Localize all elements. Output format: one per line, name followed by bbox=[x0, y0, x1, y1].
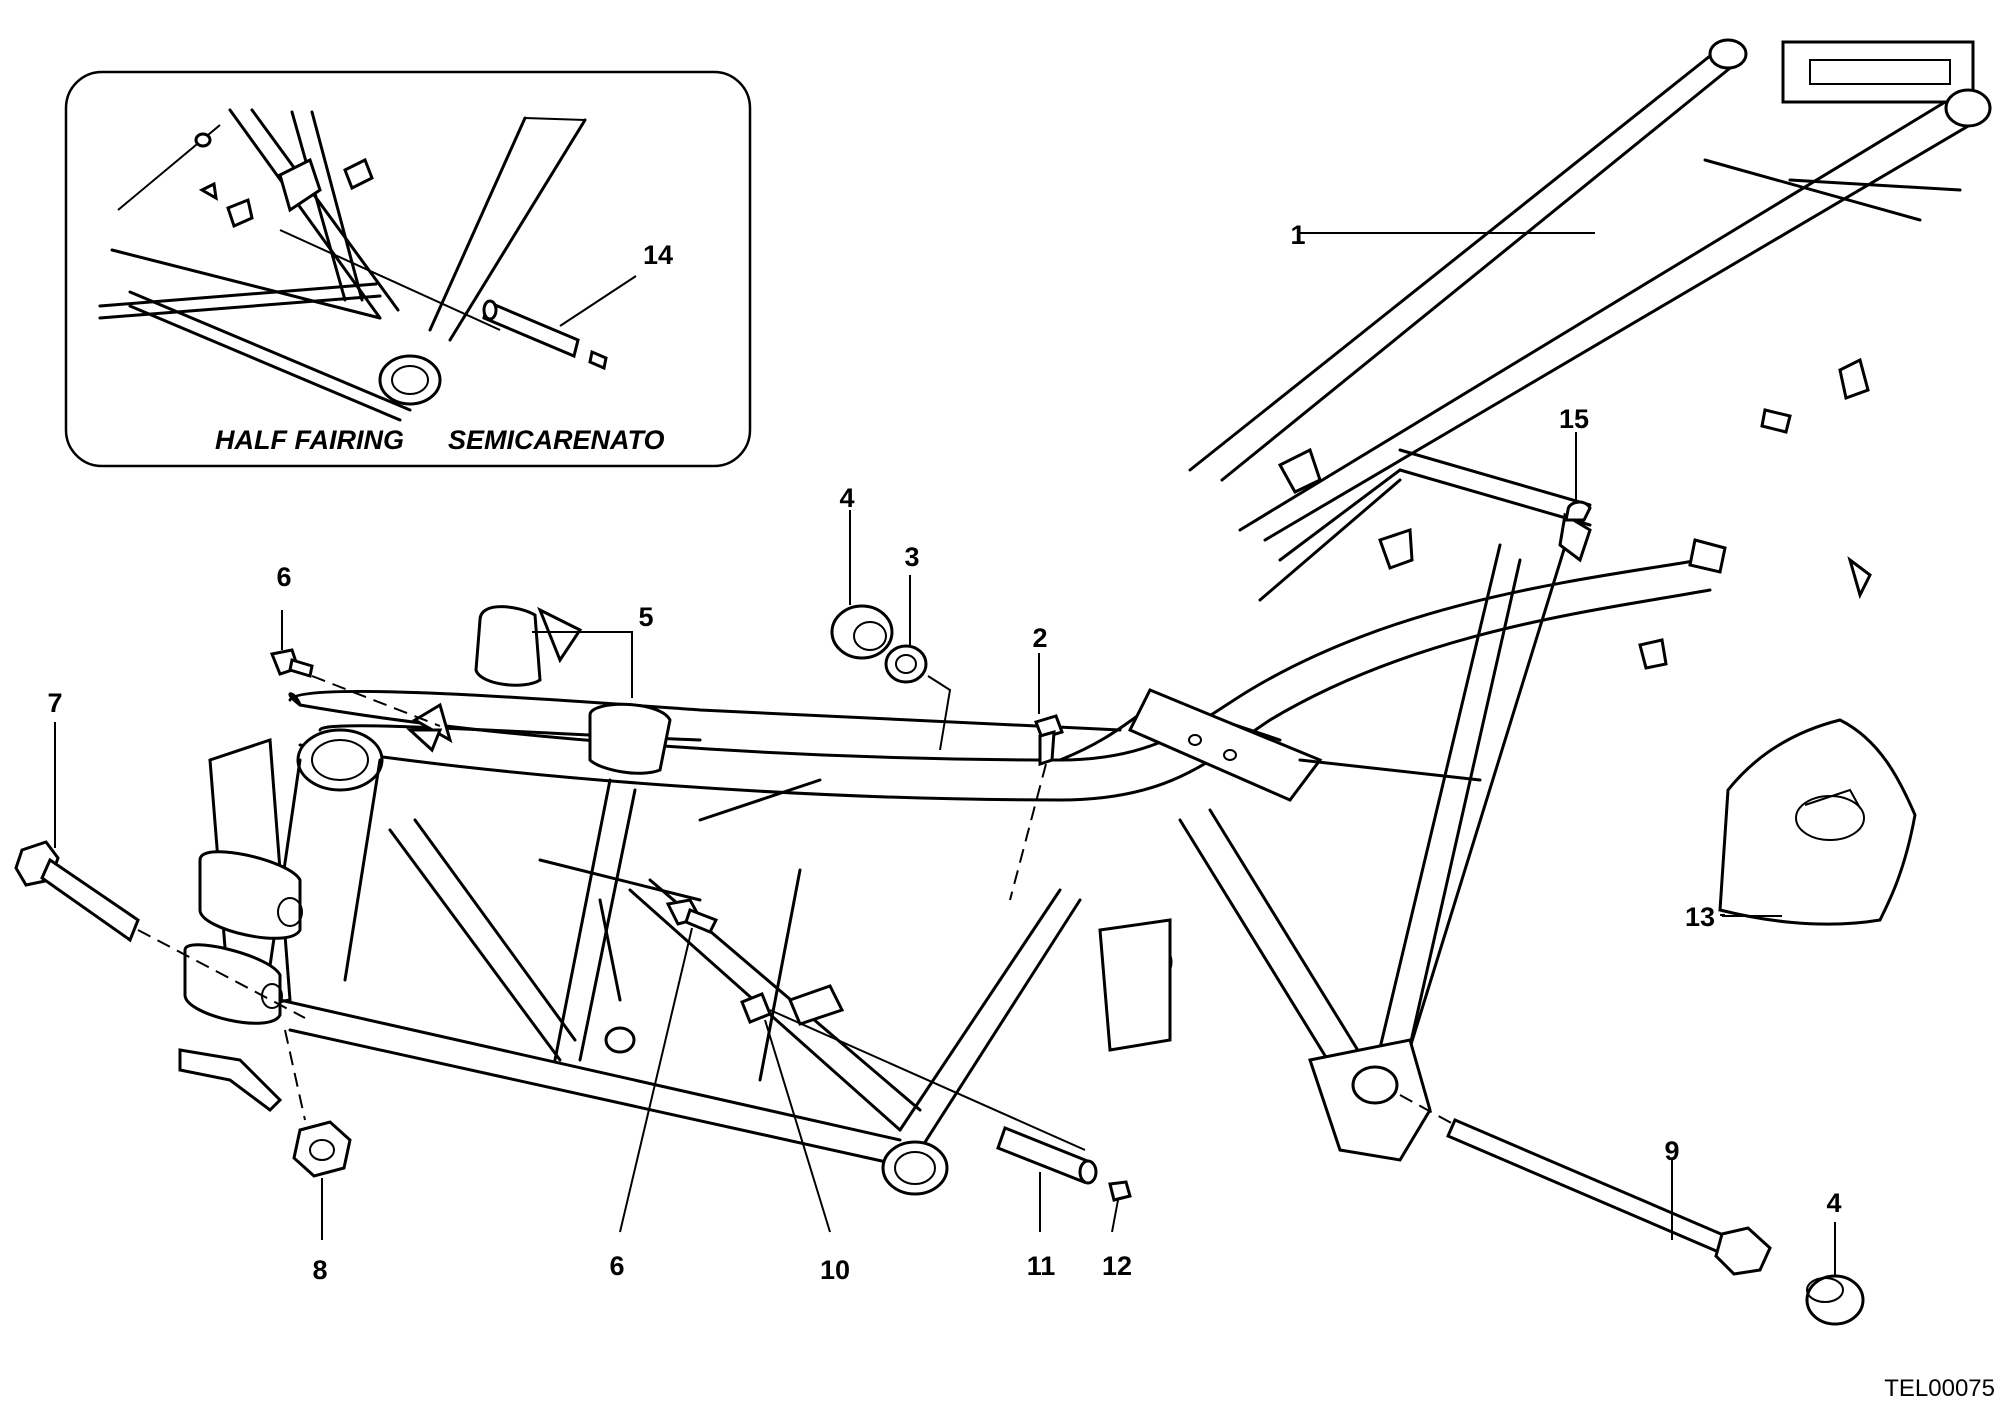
inset-frame bbox=[64, 70, 752, 468]
callout-2: 2 bbox=[1032, 623, 1047, 653]
callout-6-bottom: 6 bbox=[609, 1251, 624, 1281]
leader-14 bbox=[559, 275, 637, 327]
part-cover-5b bbox=[588, 702, 672, 775]
callout-5: 5 bbox=[638, 602, 653, 632]
callout-7: 7 bbox=[47, 688, 62, 718]
callout-9: 9 bbox=[1664, 1136, 1679, 1166]
part-bushing-3 bbox=[884, 644, 928, 684]
part-screw-2 bbox=[1034, 714, 1064, 740]
part-nut-8 bbox=[292, 1120, 352, 1178]
inset-label-semicarenato: SEMICARENATO bbox=[448, 425, 665, 455]
inset-half-fairing: 14 HALF FAIRING SEMICARENATO bbox=[64, 70, 752, 468]
main-frame-drawing bbox=[178, 38, 1992, 1196]
inset-label-half-fairing: HALF FAIRING bbox=[215, 425, 404, 455]
callout-4-top: 4 bbox=[839, 483, 854, 513]
part-cover-5a bbox=[474, 605, 542, 687]
part-clip-15 bbox=[1564, 500, 1592, 522]
part-rubber-10 bbox=[740, 992, 772, 1024]
inset-frame-drawing bbox=[98, 108, 608, 422]
callout-6-top: 6 bbox=[276, 562, 291, 592]
callout-12: 12 bbox=[1102, 1251, 1132, 1281]
leader-lines bbox=[54, 232, 1836, 1276]
exploded-parts bbox=[14, 500, 1917, 1326]
part-pad-13 bbox=[1718, 718, 1917, 926]
part-grommet-4-top bbox=[830, 604, 894, 660]
part-screw-12 bbox=[1108, 1180, 1132, 1202]
callout-numbers: 1 2 3 4 5 6 7 8 6 10 11 12 9 4 13 15 bbox=[47, 220, 1841, 1285]
drawing-code: TEL00075 bbox=[1884, 1375, 1995, 1402]
callout-8: 8 bbox=[312, 1255, 327, 1285]
callout-15: 15 bbox=[1559, 404, 1589, 434]
callout-14: 14 bbox=[643, 240, 673, 270]
callout-11: 11 bbox=[1027, 1251, 1056, 1281]
part-spacer-11 bbox=[996, 1126, 1092, 1184]
part-pivot-shaft-9 bbox=[1446, 1118, 1737, 1258]
callout-10: 10 bbox=[820, 1255, 850, 1285]
callout-3: 3 bbox=[904, 542, 919, 572]
callout-13: 13 bbox=[1685, 902, 1715, 932]
callout-4-bottom: 4 bbox=[1826, 1188, 1841, 1218]
callout-1: 1 bbox=[1290, 220, 1305, 250]
